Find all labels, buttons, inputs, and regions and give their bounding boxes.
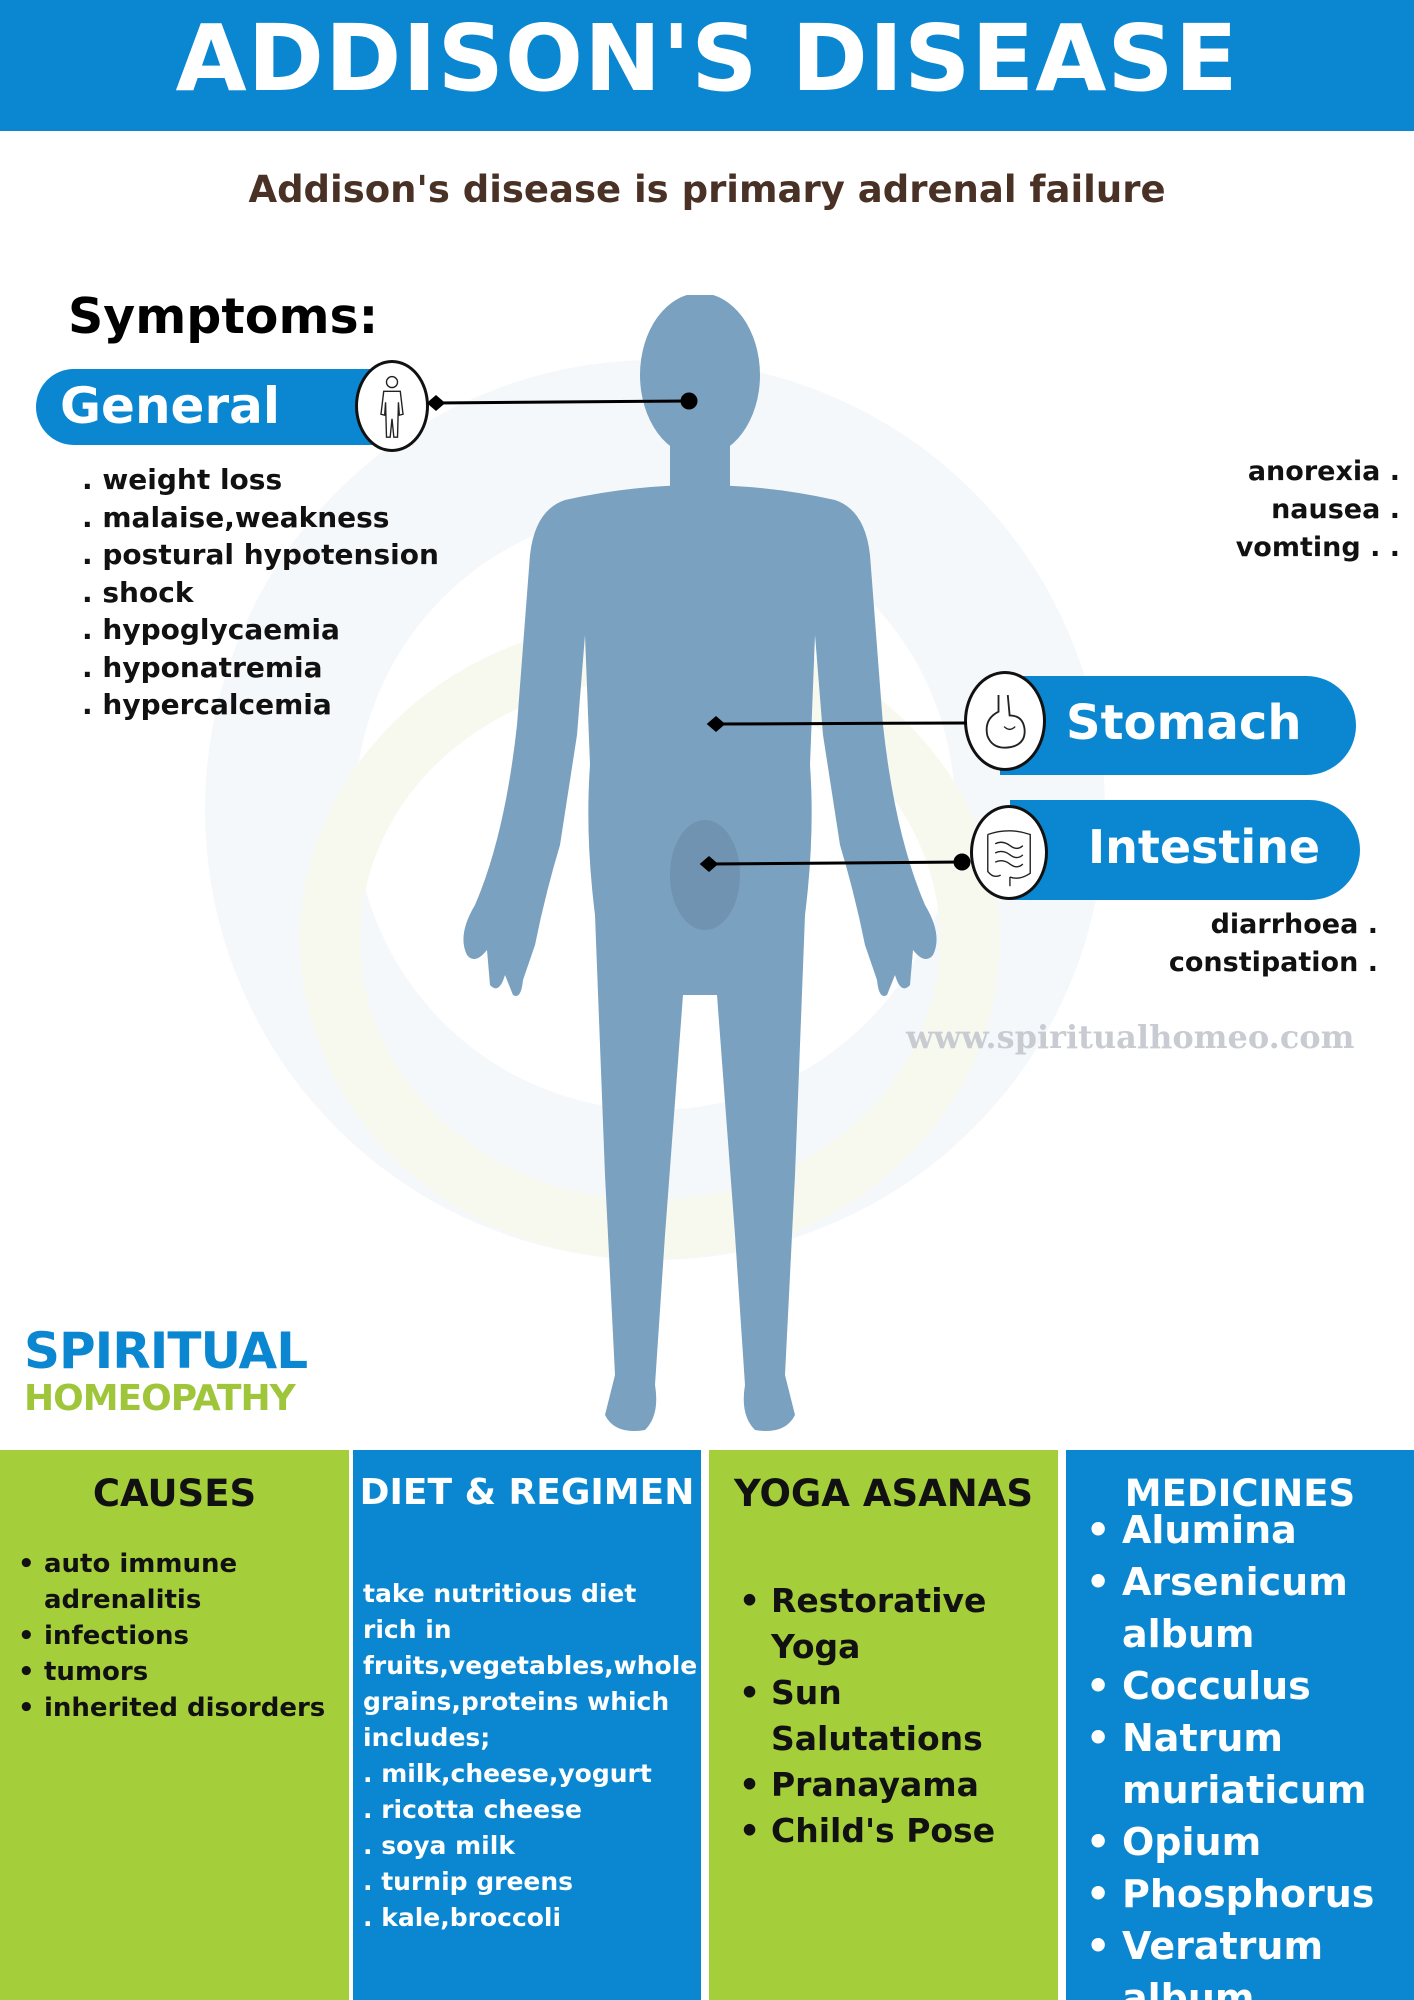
diet-heading: DIET & REGIMEN — [359, 1472, 695, 1513]
list-item: Child's Pose — [739, 1808, 1049, 1854]
stomach-symptoms-list: anorexia . nausea . vomting . . — [1236, 453, 1400, 567]
list-item: . weight loss — [82, 463, 283, 496]
list-item: nausea . — [1271, 494, 1400, 525]
subtitle: Addison's disease is primary adrenal fai… — [248, 168, 1166, 211]
list-item: Veratrum album — [1086, 1920, 1411, 2000]
brand-logo-line1: SPIRITUAL — [24, 1322, 308, 1380]
list-item: auto immune adrenalitis — [18, 1546, 343, 1618]
list-item: Phosphorus — [1086, 1868, 1411, 1920]
list-item: constipation . — [1168, 947, 1378, 978]
website-url: www.spiritualhomeo.com — [906, 1018, 1355, 1056]
medicines-panel: MEDICINES Alumina Arsenicum album Coccul… — [1066, 1450, 1414, 2000]
list-item: Cocculus — [1086, 1660, 1411, 1712]
general-label: General — [60, 377, 280, 435]
header-banner: ADDISON'S DISEASE — [0, 0, 1414, 131]
stomach-organ-icon — [964, 671, 1046, 771]
diet-panel: DIET & REGIMEN take nutritious diet rich… — [353, 1450, 701, 2000]
list-item: infections — [18, 1618, 343, 1654]
list-item: . soya milk — [363, 1831, 515, 1860]
list-item: . milk,cheese,yogurt — [363, 1759, 652, 1788]
list-item: . ricotta cheese — [363, 1795, 582, 1824]
intestine-organ-icon — [970, 805, 1048, 900]
list-item: . hypoglycaemia — [82, 613, 340, 646]
list-item: Restorative Yoga — [739, 1578, 1049, 1670]
yoga-list: Restorative Yoga Sun Salutations Pranaya… — [739, 1578, 1049, 1854]
list-item: Pranayama — [739, 1762, 1049, 1808]
list-item: . postural hypotension — [82, 538, 439, 571]
list-item: tumors — [18, 1654, 343, 1690]
diet-list: . milk,cheese,yogurt . ricotta cheese . … — [363, 1756, 693, 1936]
page-title: ADDISON'S DISEASE — [175, 5, 1239, 112]
stomach-label-pill: Stomach — [1000, 676, 1356, 775]
list-item: . shock — [82, 575, 194, 609]
list-item: Arsenicum album — [1086, 1556, 1411, 1660]
list-item: Natrum muriaticum — [1086, 1712, 1411, 1816]
stomach-label: Stomach — [1066, 695, 1302, 751]
list-item: Alumina — [1086, 1504, 1411, 1556]
person-icon — [355, 360, 429, 452]
symptoms-heading: Symptoms: — [68, 288, 379, 345]
causes-list: auto immune adrenalitis infections tumor… — [18, 1546, 343, 1726]
intestine-label-pill: Intestine — [1010, 800, 1360, 900]
yoga-panel: YOGA ASANAS Restorative Yoga Sun Salutat… — [709, 1450, 1058, 2000]
list-item: . turnip greens — [363, 1867, 574, 1896]
brand-logo-line2: HOMEOPATHY — [24, 1378, 296, 1419]
diet-intro: take nutritious diet rich in fruits,vege… — [363, 1579, 698, 1752]
list-item: inherited disorders — [18, 1690, 343, 1726]
list-item: . hyponatremia — [82, 650, 323, 684]
causes-panel: CAUSES auto immune adrenalitis infection… — [0, 1450, 349, 2000]
intestine-label: Intestine — [1088, 820, 1321, 874]
list-item: vomting . . — [1235, 532, 1400, 563]
general-symptoms-list: . weight loss . malaise,weakness . postu… — [82, 461, 439, 724]
list-item: . kale,broccoli — [363, 1903, 562, 1932]
causes-heading: CAUSES — [92, 1472, 257, 1515]
human-body-silhouette-icon — [463, 295, 937, 1431]
list-item: Opium — [1086, 1816, 1411, 1868]
intestine-symptoms-list: diarrhoea . constipation . — [1169, 906, 1378, 982]
list-item: . malaise,weakness — [82, 500, 390, 534]
list-item: Sun Salutations — [739, 1670, 1049, 1762]
general-label-pill: General — [36, 369, 386, 445]
list-item: diarrhoea . — [1210, 909, 1378, 940]
list-item: anorexia . — [1247, 456, 1400, 487]
yoga-heading: YOGA ASANAS — [734, 1472, 1033, 1515]
list-item: . hypercalcemia — [82, 688, 332, 721]
medicines-list: Alumina Arsenicum album Cocculus Natrum … — [1086, 1504, 1411, 2000]
